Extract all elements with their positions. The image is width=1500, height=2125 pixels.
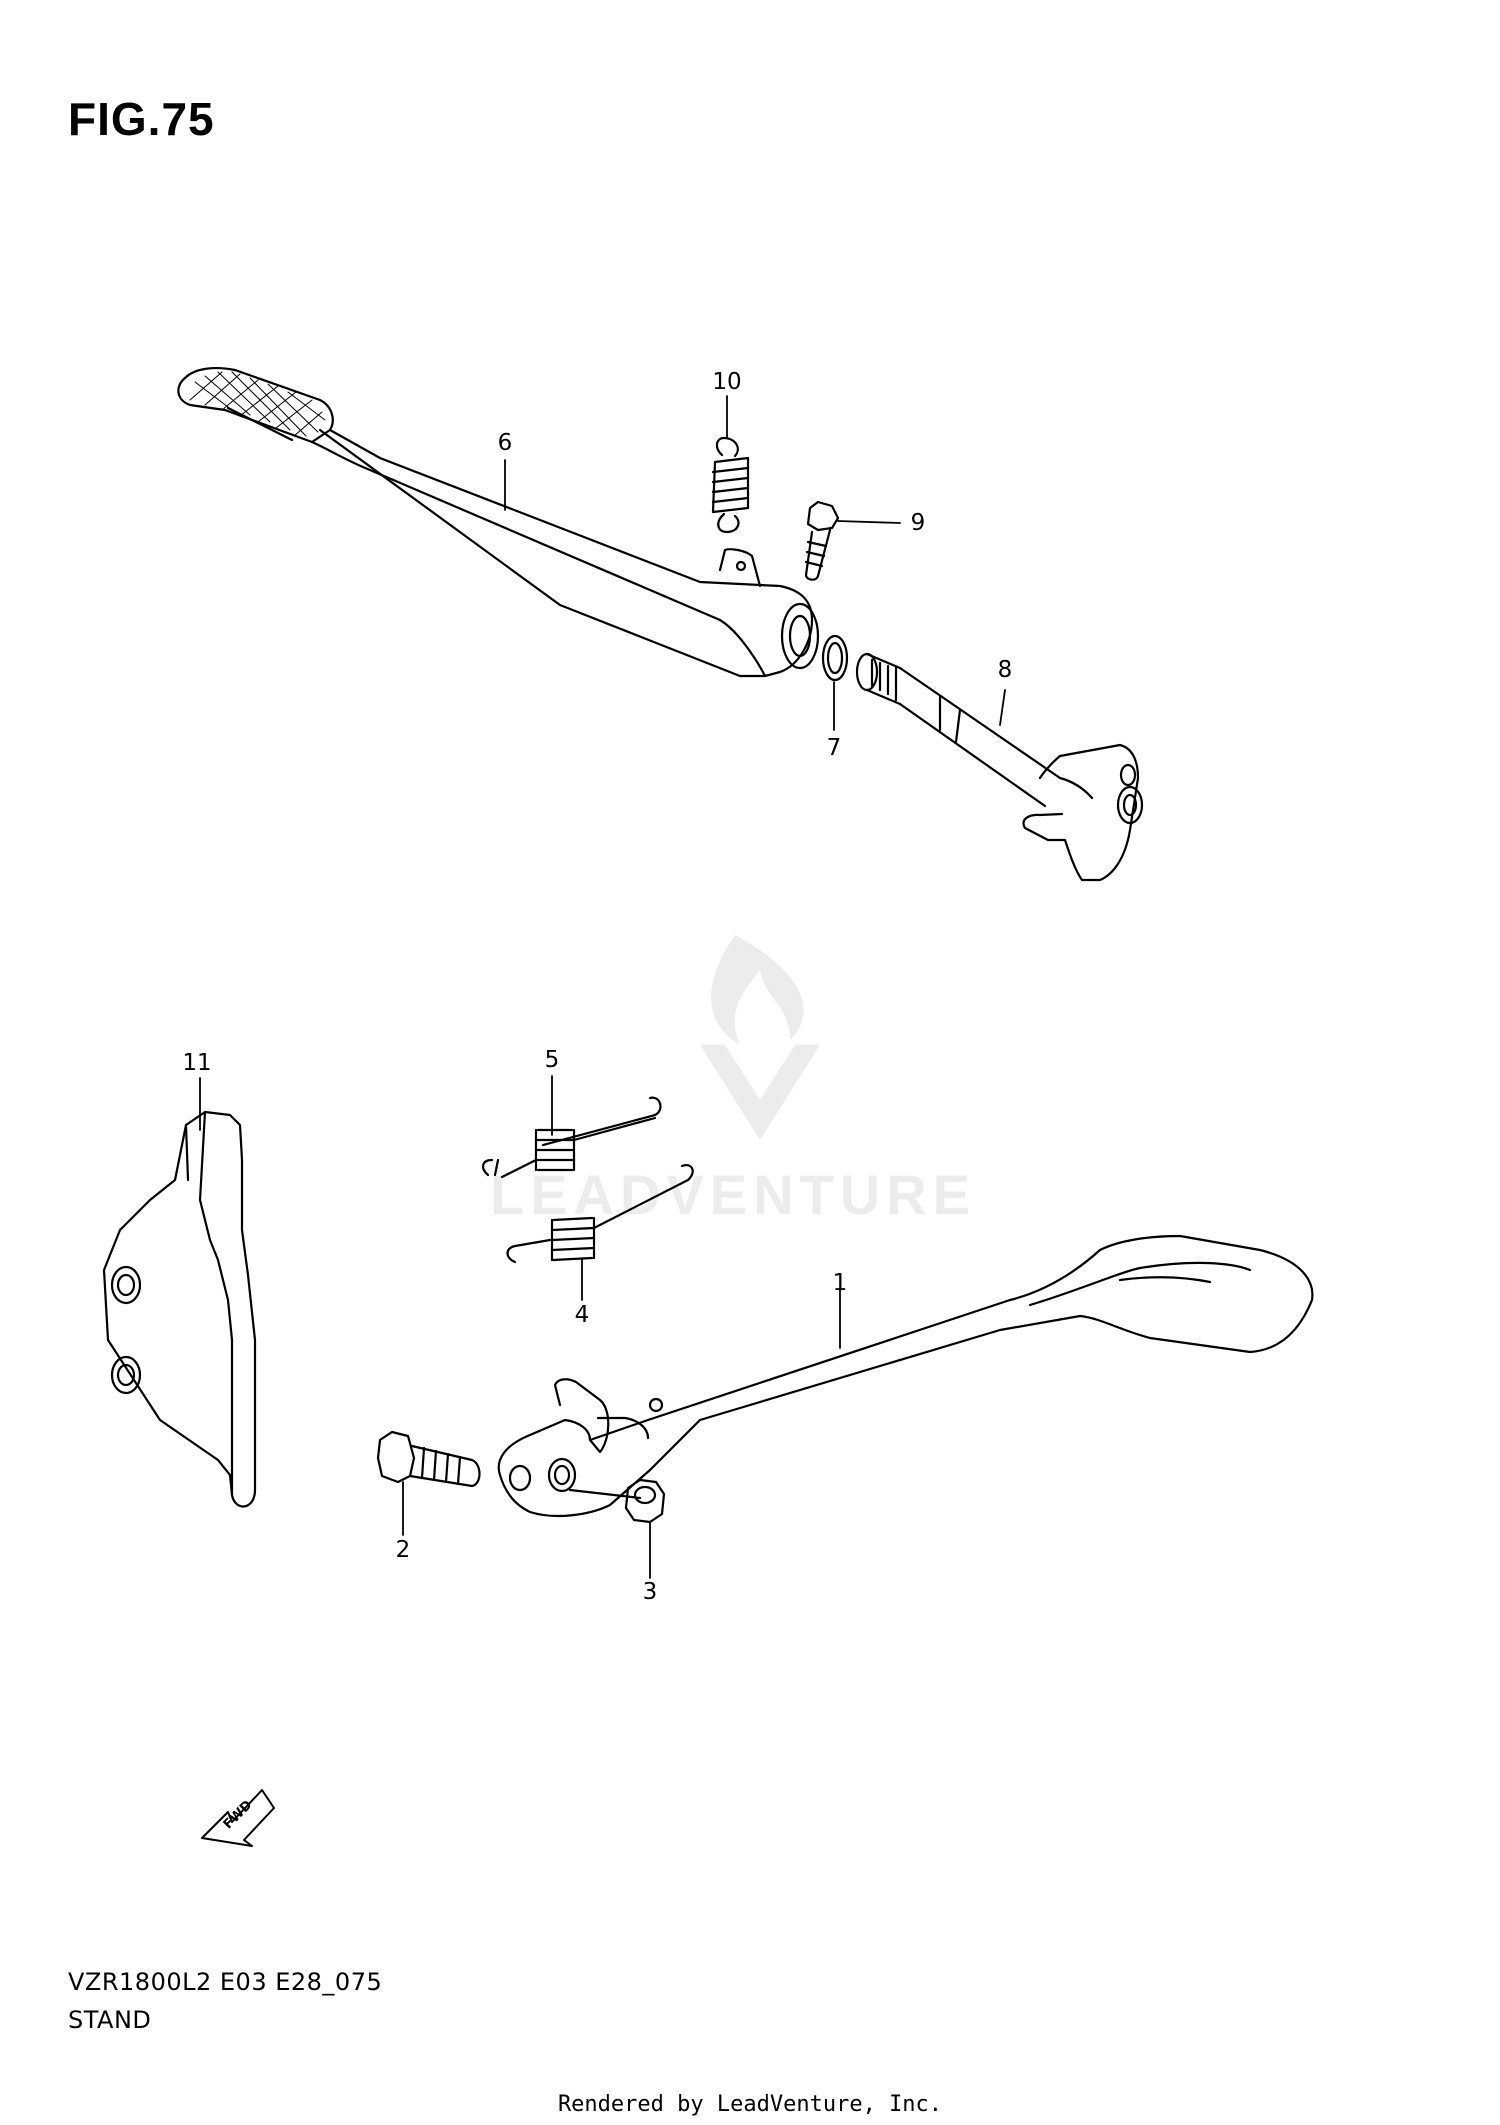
callout-6: 6 [497, 430, 513, 456]
part-1-side-stand [497, 1234, 1314, 1518]
callout-9: 9 [910, 510, 926, 536]
part-5-spring [482, 1096, 662, 1179]
part-4-spring [506, 1164, 694, 1264]
part-3-nut [624, 1478, 666, 1524]
callout-10: 10 [712, 369, 742, 395]
callout-2: 2 [395, 1537, 411, 1563]
part-6-lever [177, 367, 820, 678]
callout-4: 4 [574, 1302, 590, 1328]
footer-credit: Rendered by LeadVenture, Inc. [557, 2092, 943, 2117]
callout-1: 1 [832, 1270, 848, 1296]
part-11-bracket [102, 1110, 257, 1508]
part-8-shaft [855, 652, 1144, 882]
callout-5: 5 [544, 1047, 560, 1073]
model-code-label: VZR1800L2 E03 E28_075 [68, 1968, 383, 1996]
part-2-bolt [376, 1430, 481, 1488]
callout-11: 11 [182, 1050, 212, 1076]
part-7-o-ring [821, 634, 849, 682]
fwd-arrow-icon [201, 1789, 275, 1847]
knurled-grip-icon [189, 371, 326, 437]
figure-title: FIG.75 [68, 93, 215, 145]
watermark-text: LEADVENTURE [490, 1163, 977, 1226]
leader-lines [199, 395, 1006, 1579]
callout-3: 3 [642, 1579, 658, 1605]
callout-8: 8 [997, 657, 1013, 683]
part-10-spring [711, 436, 750, 534]
section-label: STAND [68, 2006, 152, 2034]
part-9-bolt [804, 500, 840, 581]
callout-7: 7 [826, 735, 842, 761]
